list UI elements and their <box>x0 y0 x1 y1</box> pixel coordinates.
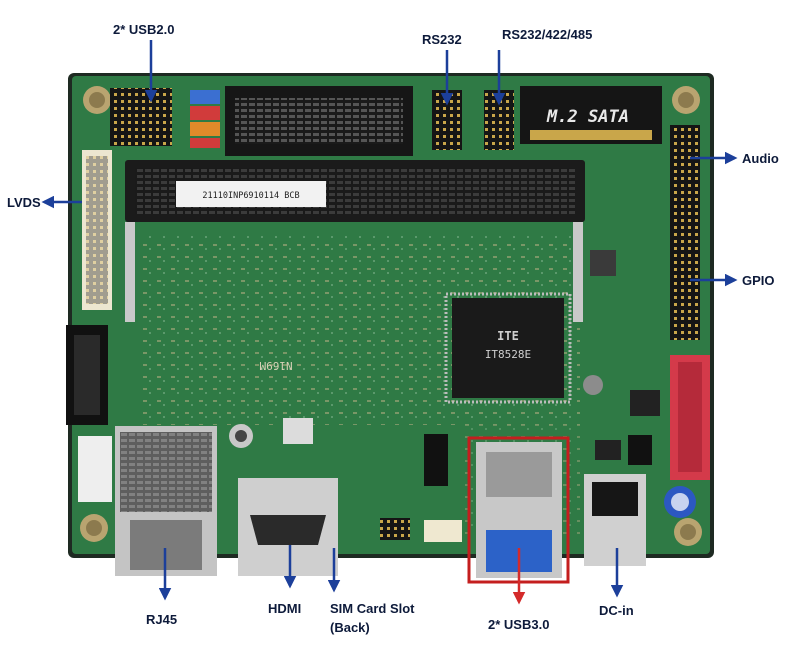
dc-in-top <box>592 482 638 516</box>
audio-gpio-header <box>670 125 700 340</box>
chip-model-text: IT8528E <box>485 348 531 361</box>
lvds-pins <box>86 156 108 304</box>
rj45-shield <box>120 432 212 512</box>
label-rj45: RJ45 <box>146 612 178 627</box>
label-usb3: 2* USB3.0 <box>488 617 550 632</box>
red-wafer-pins <box>678 362 702 472</box>
label-usb2: 2* USB2.0 <box>113 22 175 37</box>
misc-components <box>229 250 696 542</box>
label-sim-card-slot: SIM Card Slot <box>330 601 415 616</box>
label-gpio: GPIO <box>742 273 775 288</box>
label-audio: Audio <box>742 151 779 166</box>
m2-sata-text: M.2 SATA <box>546 107 629 127</box>
m2-sata-pins <box>530 130 652 140</box>
callout-arrows <box>41 40 738 601</box>
dimm-latch-right <box>573 222 583 322</box>
hdmi-opening <box>250 515 326 545</box>
sata-port <box>74 335 100 415</box>
label-hdmi: HDMI <box>268 601 302 616</box>
label-rs232-422-485: RS232/422/485 <box>502 27 593 42</box>
ec-chip-pins <box>444 292 572 404</box>
ec-chip <box>452 298 564 398</box>
label-lvds: LVDS <box>7 195 41 210</box>
dimm-latch-left <box>125 222 135 322</box>
mini-pcie-pins <box>235 98 403 144</box>
label-rs232: RS232 <box>422 32 462 47</box>
usb3-upper <box>486 452 552 497</box>
board-sticker <box>176 181 326 207</box>
chip-brand-text: ITE <box>497 329 519 343</box>
white-wafer <box>78 436 112 502</box>
board-sticker-text: 21110INP6910114 BCB <box>202 191 299 201</box>
model-silkscreen: N169M <box>259 359 292 372</box>
usb2-header <box>110 88 172 146</box>
led-headers <box>190 90 220 148</box>
label-dc-in: DC-in <box>599 603 634 618</box>
label-sim-back: (Back) <box>330 620 370 635</box>
mounting-holes <box>80 86 702 546</box>
